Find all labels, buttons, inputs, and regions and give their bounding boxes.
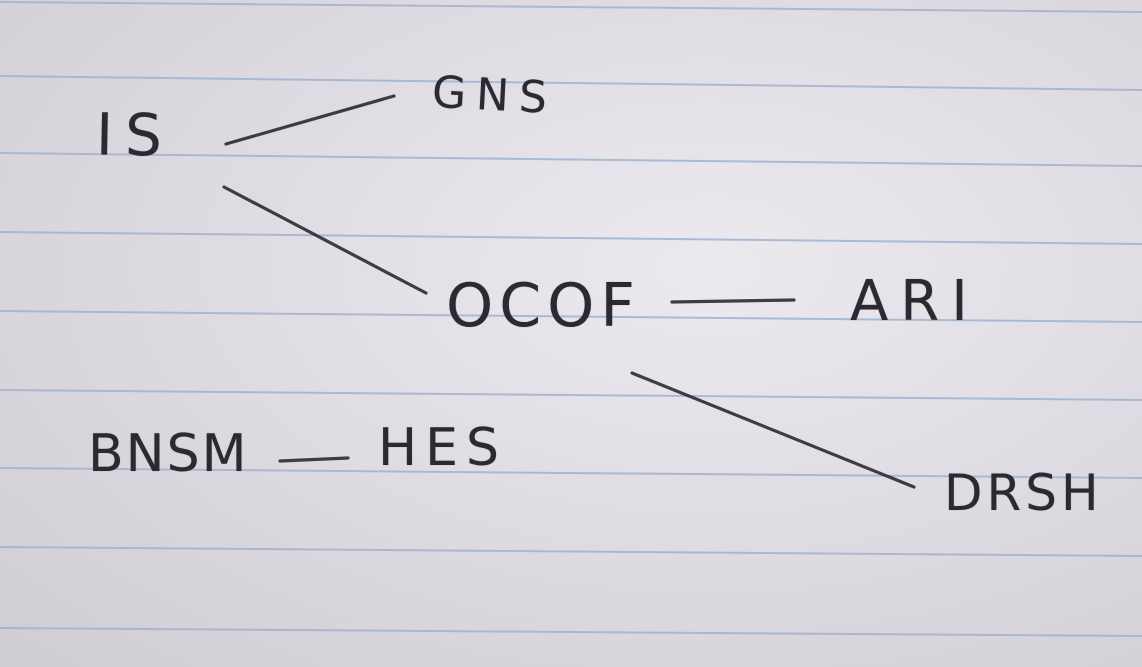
rule-line <box>0 467 1142 479</box>
rule-line <box>0 231 1142 245</box>
rule-line <box>0 389 1142 401</box>
rule-line <box>0 627 1142 637</box>
rule-line <box>0 1 1142 13</box>
node-hes: HES <box>378 418 507 478</box>
node-ari: ARI <box>850 269 980 334</box>
node-drsh: DRSH <box>944 464 1103 522</box>
node-bnsm: BNSM <box>88 424 249 484</box>
rule-line <box>0 546 1142 557</box>
rule-line <box>0 310 1142 323</box>
node-gns: GNS <box>430 66 559 125</box>
node-is: IS <box>95 100 175 170</box>
rule-line <box>0 152 1142 167</box>
rule-line <box>0 75 1142 91</box>
node-ocof: OCOF <box>446 271 641 341</box>
